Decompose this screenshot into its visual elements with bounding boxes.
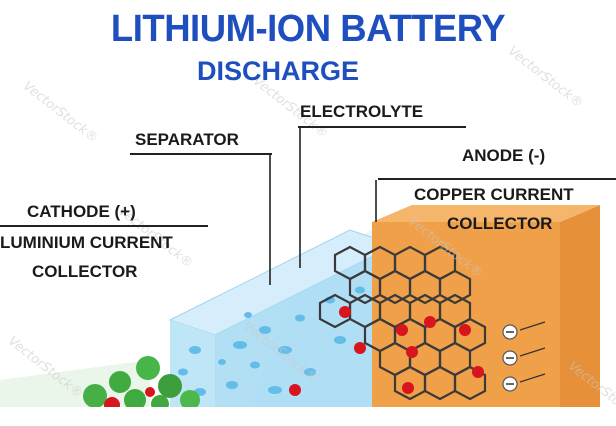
page-subtitle: DISCHARGE (0, 56, 586, 87)
label-cathode: CATHODE (+) (27, 203, 136, 220)
label-copper-line2: COLLECTOR (447, 215, 552, 232)
copper-collector-face (372, 222, 560, 407)
label-copper-line1: COPPER CURRENT (414, 186, 574, 203)
label-separator: SEPARATOR (135, 131, 239, 148)
label-aluminium-line1: LUMINIUM CURRENT (0, 234, 173, 251)
page-title: LITHIUM-ION BATTERY (12, 8, 603, 51)
rule-separator (130, 153, 272, 155)
label-anode: ANODE (-) (462, 147, 545, 164)
label-electrolyte: ELECTROLYTE (300, 103, 423, 120)
rule-cathode (0, 225, 208, 227)
rule-electrolyte (298, 126, 466, 128)
rule-anode (378, 178, 616, 180)
label-aluminium-line2: COLLECTOR (32, 263, 137, 280)
